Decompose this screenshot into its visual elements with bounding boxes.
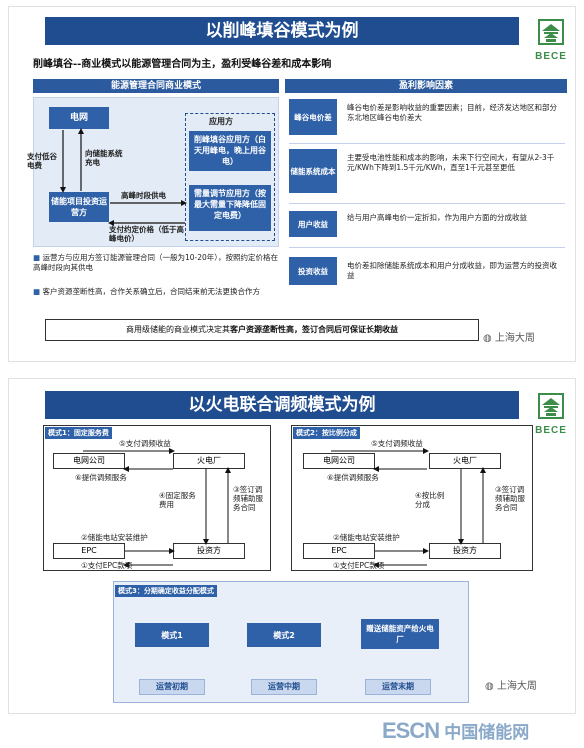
escn-logo-text: ESCN <box>382 718 440 743</box>
mode1-thermal-box: 火电厂 <box>173 453 245 469</box>
mode2-step5: ⑤支付调频收益 <box>371 439 423 448</box>
mode3-stage-label-2: 运营中期 <box>251 679 317 695</box>
mode1-step2: ②储能电站安装维护 <box>81 533 148 542</box>
factor-label-user-return: 用户收益 <box>289 211 337 237</box>
factor-label-system-cost: 储能系统成本 <box>289 149 337 193</box>
mode3-stage-label-3: 运营末期 <box>365 679 431 695</box>
mode3-stage-label-1: 运营初期 <box>139 679 205 695</box>
logo-text: BECE <box>535 51 567 62</box>
mode2-epc-box: EPC <box>303 543 375 559</box>
divider <box>289 247 565 248</box>
right-header: 盈利影响因素 <box>285 79 567 93</box>
mode3-stage-box-2: 模式2 <box>247 623 321 647</box>
mode2-tag: 模式2：按比例分成 <box>293 427 360 439</box>
watermark-text: 上海大周 <box>494 333 535 344</box>
slide-frequency-regulation: 以火电联合调频模式为例 BECE 模式1：固定服务费 电网公司 火电厂 EPC … <box>8 378 576 714</box>
bullet-contract: ■ 运营方与应用方签订能源管理合同（一般为10-20年），按照约定价格在高峰时段… <box>33 253 283 273</box>
slide1-title: 以削峰填谷模式为例 <box>45 17 519 45</box>
factor-label-investment-return: 投资收益 <box>289 257 337 285</box>
mode1-step6: ⑥提供调频服务 <box>75 473 127 482</box>
wechat-icon: ◍ <box>483 333 495 344</box>
mode1-epc-box: EPC <box>53 543 125 559</box>
mode1-step5: ⑤支付调频收益 <box>119 439 171 448</box>
conclusion-bold: 客户资源垄断性高，签订合同后可保证长期收益 <box>230 325 398 334</box>
arrow-pay-low-label: 支付低谷电费 <box>27 152 57 170</box>
escn-logo: ESCN 中国储能网 <box>382 718 582 746</box>
factor-text-system-cost: 主要受电池性能和成本的影响，未来下行空间大，有望从2-3千元/KWh下降到1.5… <box>347 153 555 172</box>
owner-label: 应用方 <box>209 117 233 126</box>
mode2-step6: ⑥提供调频服务 <box>327 473 379 482</box>
bece-logo: BECE <box>529 17 573 62</box>
contract-arrows <box>60 128 187 226</box>
mode1-arrows <box>83 448 231 568</box>
mode2-step1: ①支付EPC款项 <box>333 561 385 570</box>
watermark-2: ◍ 上海大周 <box>485 677 537 692</box>
factor-text-investment-return: 电价差扣除储能系统成本和用户分成收益，即为运营方的投资收益 <box>347 261 557 280</box>
mode3-stage-box-3: 赠送储能资产给火电厂 <box>361 619 439 649</box>
watermark-text: 上海大周 <box>496 681 537 692</box>
slide1-subtitle: 削峰填谷--商业模式以能源管理合同为主，盈利受峰谷差和成本影响 <box>33 59 332 70</box>
watermark-1: ◍ 上海大周 <box>483 329 535 344</box>
mode2-frame <box>291 425 533 571</box>
mode2-arrows <box>331 448 486 568</box>
factor-label-price-gap: 峰谷电价差 <box>289 99 337 135</box>
mode2-step2: ②储能电站安装维护 <box>333 533 400 542</box>
temple-icon <box>538 393 564 419</box>
mode3-stage-box-1: 模式1 <box>135 623 209 647</box>
bullet2-text: 客户资源垄断性高，合作关系确立后，合同结束前无法更换合作方 <box>42 287 260 296</box>
mode1-step1: ①支付EPC款项 <box>81 561 133 570</box>
mode1-step4: ④固定服务费用 <box>159 491 196 509</box>
slide2-title: 以火电联合调频模式为例 <box>45 391 519 419</box>
logo-text: BECE <box>535 425 567 436</box>
bullet-monopoly: ■ 客户资源垄断性高，合作关系确立后，合同结束前无法更换合作方 <box>33 287 283 297</box>
mode1-investor-box: 投资方 <box>173 543 245 559</box>
slide-peak-shaving: 以削峰填谷模式为例 BECE 削峰填谷--商业模式以能源管理合同为主，盈利受峰谷… <box>8 6 576 362</box>
grid-box: 电网 <box>49 107 109 129</box>
mode3-tag: 模式3：分期确定收益分配模式 <box>115 585 217 597</box>
app-box-demand: 需量调节应用方（按最大需量下降降低固定电费） <box>189 185 271 231</box>
factor-text-price-gap: 峰谷电价差是影响收益的重要因素；目前，经济发达地区和部分东北地区峰谷电价差大 <box>347 103 557 122</box>
mode2-step4: ④按比例分成 <box>415 491 445 509</box>
mode2-thermal-box: 火电厂 <box>429 453 501 469</box>
escn-logo-chinese: 中国储能网 <box>444 723 530 743</box>
temple-icon <box>538 19 564 45</box>
mode1-tag: 模式1：固定服务费 <box>45 427 112 439</box>
conclusion-box: 商用级储能的商业模式决定其客户资源垄断性高，签订合同后可保证长期收益 <box>45 319 479 341</box>
mode1-grid-box: 电网公司 <box>53 453 125 469</box>
factor-text-user-return: 给与用户高峰电价一定折扣，作为用户方面的分成收益 <box>347 213 527 222</box>
bullet-square-icon: ■ <box>33 287 43 296</box>
mode1-frame <box>43 425 271 571</box>
conclusion-prefix: 商用级储能的商业模式决定其 <box>126 325 230 334</box>
mode2-step3: ③签订调频辅助服务合同 <box>495 485 525 512</box>
divider <box>289 143 565 144</box>
left-header: 能源管理合同商业模式 <box>33 79 279 93</box>
mode1-step3: ③签订调频辅助服务合同 <box>233 485 263 512</box>
arrow-pay-agreed-label: 支付约定价格（低于高峰电价） <box>109 225 184 243</box>
arrow-peak-label: 高峰时段供电 <box>121 191 166 200</box>
mode2-grid-box: 电网公司 <box>303 453 375 469</box>
app-frame <box>185 113 275 241</box>
storage-project-box: 储能项目投资运营方 <box>49 192 109 222</box>
divider <box>289 203 565 204</box>
bece-logo-2: BECE <box>529 391 573 436</box>
mode2-investor-box: 投资方 <box>429 543 501 559</box>
bullet1-text: 运营方与应用方签订能源管理合同（一般为10-20年），按照约定价格在高峰时段向其… <box>33 253 279 272</box>
wechat-icon: ◍ <box>485 681 497 692</box>
app-box-peak-shaving: 削峰填谷应用方（白天用峰电，晚上用谷电） <box>189 131 271 171</box>
bullet-square-icon: ■ <box>33 253 43 262</box>
arrow-charge-label: 向储能系统充电 <box>85 149 123 167</box>
